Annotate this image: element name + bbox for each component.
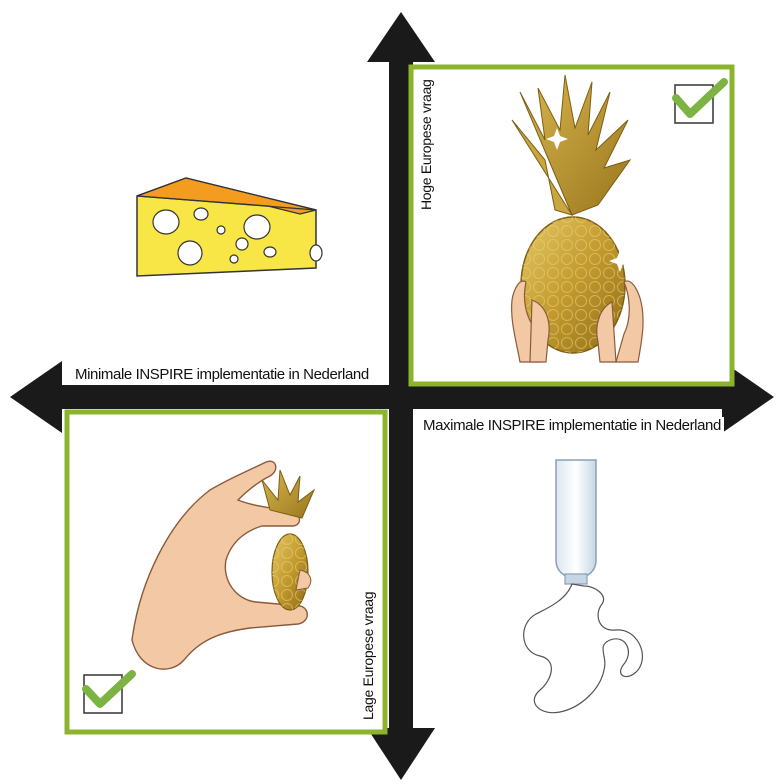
x-axis-left-label: Minimale INSPIRE implementatie in Nederl… — [72, 366, 372, 384]
arrow-down-icon — [367, 728, 435, 780]
spilled-bottle-icon — [524, 460, 643, 713]
x-axis-right-label: Maximale INSPIRE implementatie in Nederl… — [420, 417, 724, 435]
arrow-left-icon — [10, 361, 62, 433]
quadrant-bottom-left — [67, 412, 385, 732]
quadrant-top-right — [411, 67, 732, 384]
quadrant-bottom-right — [524, 460, 643, 713]
arrow-up-icon — [367, 12, 435, 62]
cheese-icon — [137, 178, 322, 276]
horizontal-axis — [52, 385, 732, 409]
quadrant-top-left — [137, 178, 322, 276]
y-axis-bottom-label: Lage Europese vraag — [360, 592, 376, 720]
y-axis-top-label: Hoge Europese vraag — [418, 80, 434, 211]
